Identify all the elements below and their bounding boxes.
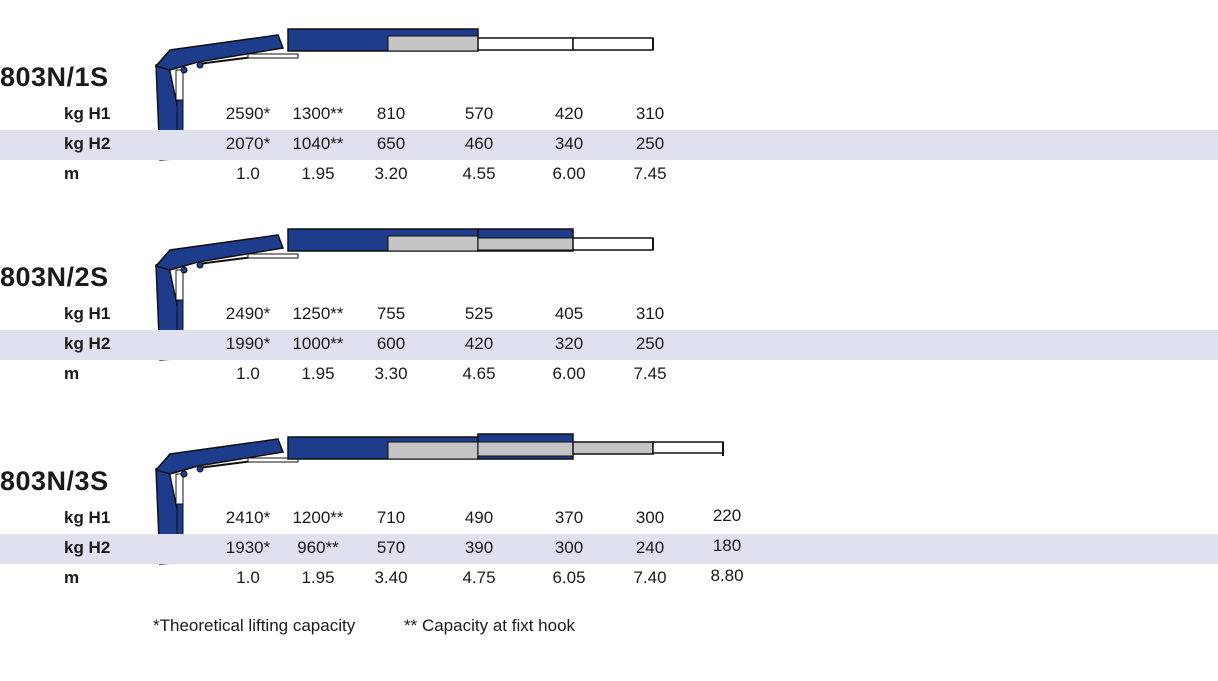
- row-h2: kg H2 2070* 1040** 650 460 340 250: [0, 130, 1218, 160]
- cell: 710: [376, 508, 406, 527]
- cell: 1.0: [236, 568, 260, 587]
- crane-section-1s: 803N/1S kg H1 2590* 1300** 810 570 420 3…: [0, 0, 1218, 190]
- crane-section-3s: 803N/3S kg H1 2410* 1200** 710 490 370 3…: [0, 404, 1218, 594]
- cell: 300: [635, 508, 665, 527]
- cell: 320: [554, 334, 584, 353]
- cell: 390: [464, 538, 494, 557]
- cell: 4.75: [462, 568, 496, 587]
- row-label-h1: kg H1: [64, 304, 111, 323]
- row-h1: kg H1 2590* 1300** 810 570 420 310: [0, 100, 1218, 130]
- cell: 600: [376, 334, 406, 353]
- row-h2: kg H2 1930* 960** 570 390 300 240 180: [0, 534, 1218, 564]
- cell: 755: [376, 304, 406, 323]
- crane-diagram-3s-icon: [154, 433, 724, 565]
- model-name: 803N/2S: [0, 262, 109, 292]
- cell: 570: [376, 538, 406, 557]
- cell: 4.55: [462, 164, 496, 183]
- cell: 250: [635, 334, 665, 353]
- cell: 1300**: [292, 104, 344, 123]
- cell: 1930*: [225, 538, 271, 557]
- row-label-h1: kg H1: [64, 104, 111, 123]
- row-m: m 1.0 1.95 3.20 4.55 6.00 7.45: [0, 160, 1218, 190]
- cell: 3.20: [374, 164, 408, 183]
- row-label-m: m: [64, 364, 80, 383]
- cell: 420: [464, 334, 494, 353]
- cell: 180: [712, 536, 742, 555]
- cell: 1.95: [301, 364, 335, 383]
- cell: 960**: [297, 538, 339, 557]
- cell: 2410*: [225, 508, 271, 527]
- cell: 6.00: [552, 364, 586, 383]
- cell: 2590*: [225, 104, 271, 123]
- row-h1: kg H1 2490* 1250** 755 525 405 310: [0, 300, 1218, 330]
- row-label-h2: kg H2: [64, 538, 111, 557]
- cell: 1.0: [236, 364, 260, 383]
- row-m: m 1.0 1.95 3.40 4.75 6.05 7.40 8.80: [0, 564, 1218, 594]
- row-m: m 1.0 1.95 3.30 4.65 6.00 7.45: [0, 360, 1218, 390]
- row-label-h2: kg H2: [64, 134, 111, 153]
- cell: 1040**: [292, 134, 344, 153]
- cell: 2490*: [225, 304, 271, 323]
- cell: 525: [464, 304, 494, 323]
- cell: 7.40: [633, 568, 667, 587]
- cell: 1.95: [301, 164, 335, 183]
- cell: 370: [554, 508, 584, 527]
- row-label-m: m: [64, 164, 80, 183]
- cell: 3.40: [374, 568, 408, 587]
- cell: 220: [712, 506, 742, 525]
- cell: 340: [554, 134, 584, 153]
- cell: 1990*: [225, 334, 271, 353]
- cell: 570: [464, 104, 494, 123]
- cell: 2070*: [225, 134, 271, 153]
- row-h2: kg H2 1990* 1000** 600 420 320 250: [0, 330, 1218, 360]
- model-name: 803N/1S: [0, 62, 109, 92]
- cell: 310: [635, 104, 665, 123]
- cell: 6.05: [552, 568, 586, 587]
- cell: 300: [554, 538, 584, 557]
- cell: 420: [554, 104, 584, 123]
- row-label-h2: kg H2: [64, 334, 111, 353]
- cell: 650: [376, 134, 406, 153]
- model-name: 803N/3S: [0, 466, 109, 496]
- cell: 405: [554, 304, 584, 323]
- cell: 1.95: [301, 568, 335, 587]
- cell: 250: [635, 134, 665, 153]
- cell: 310: [635, 304, 665, 323]
- cell: 8.80: [710, 566, 744, 585]
- cell: 7.45: [633, 164, 667, 183]
- cell: 4.65: [462, 364, 496, 383]
- row-h1: kg H1 2410* 1200** 710 490 370 300 220: [0, 504, 1218, 534]
- cell: 1250**: [292, 304, 344, 323]
- row-label-h1: kg H1: [64, 508, 111, 527]
- cell: 460: [464, 134, 494, 153]
- cell: 7.45: [633, 364, 667, 383]
- cell: 240: [635, 538, 665, 557]
- cell: 1200**: [292, 508, 344, 527]
- cell: 1000**: [292, 334, 344, 353]
- cell: 490: [464, 508, 494, 527]
- row-label-m: m: [64, 568, 80, 587]
- cell: 3.30: [374, 364, 408, 383]
- legend-theoretical: *Theoretical lifting capacity: [153, 616, 356, 635]
- cell: 1.0: [236, 164, 260, 183]
- cell: 810: [376, 104, 406, 123]
- crane-section-2s: 803N/2S kg H1 2490* 1250** 755 525 405 3…: [0, 200, 1218, 390]
- cell: 6.00: [552, 164, 586, 183]
- legend-fixt-hook: ** Capacity at fixt hook: [404, 616, 576, 635]
